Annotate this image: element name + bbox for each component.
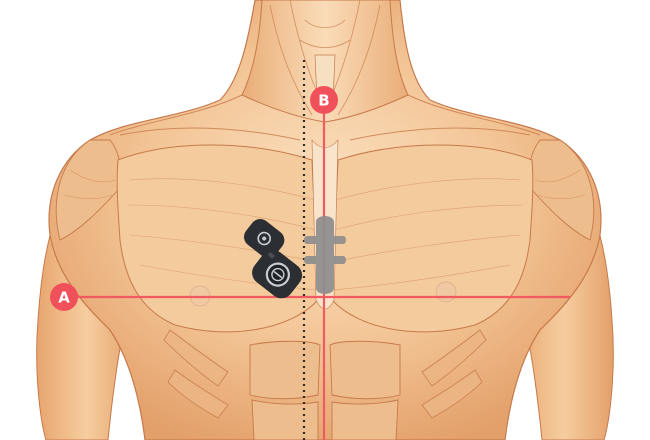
ghost-sensor-outline-icon [304, 216, 346, 294]
abdominals [249, 340, 401, 440]
wearable-sensor-icon [244, 219, 303, 299]
marker-a: A [50, 283, 78, 311]
marker-b: B [310, 86, 338, 114]
marker-b-label: B [318, 92, 329, 110]
right-pectoral [331, 144, 534, 333]
right-nipple [435, 281, 457, 303]
marker-a-label: A [58, 289, 70, 307]
left-pectoral [116, 144, 319, 333]
